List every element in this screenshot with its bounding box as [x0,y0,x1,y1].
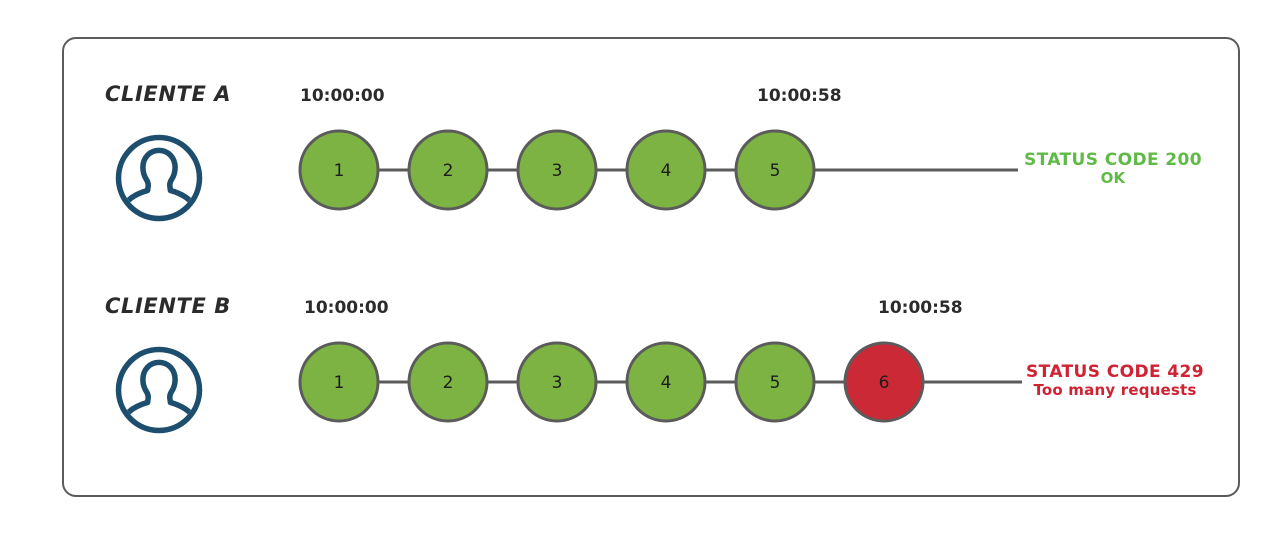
client-label: CLIENTE A [105,82,232,106]
request-node-label: 1 [334,373,345,393]
request-node[interactable]: 3 [516,129,598,211]
request-node[interactable]: 5 [734,341,816,423]
status-code-text: STATUS CODE 200 [1024,150,1202,170]
timestamp-end: 10:00:58 [757,86,842,106]
request-node-label: 3 [552,373,563,393]
request-node-label: 4 [661,161,672,181]
status-reason-text: OK [1100,169,1126,188]
request-node-label: 6 [879,373,890,393]
user-avatar-icon [115,346,203,434]
request-node[interactable]: 2 [407,129,489,211]
request-node-label: 2 [443,373,454,393]
request-node-circle [625,341,707,423]
request-node[interactable]: 5 [734,129,816,211]
request-node[interactable]: 3 [516,341,598,423]
request-node[interactable]: 6 [843,341,925,423]
request-node[interactable]: 1 [298,341,380,423]
request-node-circle [734,129,816,211]
client-avatar [113,344,205,436]
request-node[interactable]: 1 [298,129,380,211]
request-node-circle [407,129,489,211]
request-node-circle [407,341,489,423]
request-node-circle [516,129,598,211]
request-node-label: 1 [334,161,345,181]
request-node-label: 5 [770,161,781,181]
client-row-client-a: CLIENTE A 10:00:00 10:00:58 1 2 3 4 5 STATUS COD… [0,60,1280,260]
timestamp-start: 10:00:00 [300,86,385,106]
request-node-circle [298,341,380,423]
client-label: CLIENTE B [105,294,231,318]
timestamp-start: 10:00:00 [304,298,389,318]
request-node-circle [625,129,707,211]
request-node-label: 4 [661,373,672,393]
request-node[interactable]: 4 [625,129,707,211]
status-code-text: STATUS CODE 429 [1026,362,1204,382]
request-node-label: 5 [770,373,781,393]
client-row-client-b: CLIENTE B 10:00:00 10:00:58 1 2 3 4 5 6 STATUS CO… [0,272,1280,472]
request-node-circle [298,129,380,211]
request-node[interactable]: 2 [407,341,489,423]
request-node-circle [516,341,598,423]
request-node[interactable]: 4 [625,341,707,423]
timestamp-end: 10:00:58 [878,298,963,318]
request-node-label: 3 [552,161,563,181]
status-reason-text: Too many requests [1033,381,1197,400]
request-node-circle [734,341,816,423]
client-avatar [113,132,205,224]
request-node-circle [843,341,925,423]
user-avatar-icon [115,134,203,222]
request-node-label: 2 [443,161,454,181]
